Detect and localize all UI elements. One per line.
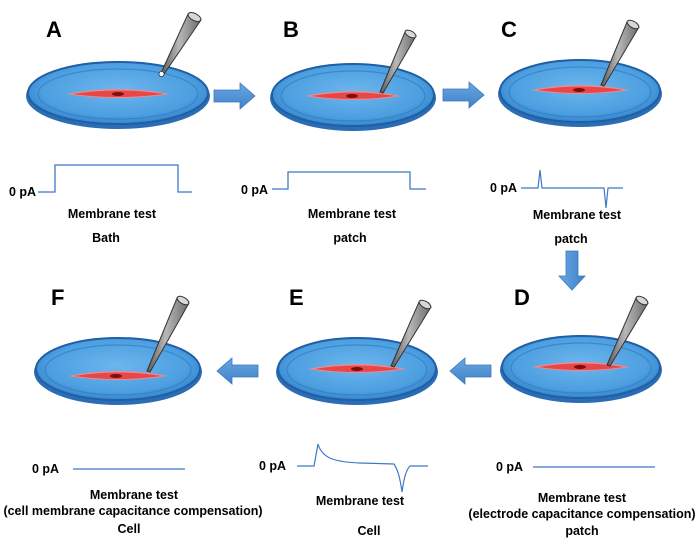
- current-trace-a: [38, 164, 192, 193]
- panel-e: E 0 pA Membrane test Cell: [259, 285, 438, 538]
- arrow-c-to-d: [558, 250, 586, 291]
- cell-e: [308, 364, 406, 373]
- cell-f: [68, 371, 168, 380]
- caption-c-line2: patch: [554, 232, 587, 246]
- arrow-b-to-c: [442, 81, 485, 109]
- caption-f-line2: (cell membrane capacitance compensation): [3, 504, 262, 518]
- cell-d: [532, 362, 630, 371]
- nucleus-f: [110, 374, 122, 378]
- nucleus-d: [574, 365, 586, 369]
- panel-f: F 0 pA Membrane test (cell membrane capa…: [3, 285, 262, 536]
- arrow-d-to-e: [449, 357, 492, 385]
- panel-b: B 0 pA Membrane test patch: [241, 17, 436, 245]
- zero-label-e: 0 pA: [259, 459, 286, 473]
- caption-e-line1: Membrane test: [316, 494, 405, 508]
- current-trace-b: [272, 171, 426, 190]
- pipette-f: [146, 295, 190, 373]
- current-trace-e: [297, 443, 428, 493]
- panel-letter-b: B: [283, 17, 299, 42]
- nucleus-b: [346, 94, 358, 98]
- zero-label-b: 0 pA: [241, 183, 268, 197]
- current-trace-c: [521, 169, 623, 209]
- caption-a-line2: Bath: [92, 231, 120, 245]
- arrow-e-to-f: [216, 357, 259, 385]
- caption-e-line2: Cell: [358, 524, 381, 538]
- panel-letter-e: E: [289, 285, 304, 310]
- cell-b: [305, 91, 401, 100]
- zero-label-f: 0 pA: [32, 462, 59, 476]
- cell-a: [66, 89, 170, 98]
- pipette-d: [606, 295, 649, 367]
- panel-letter-a: A: [46, 17, 62, 42]
- pipette-a: [158, 11, 202, 78]
- pipette-e: [390, 299, 432, 368]
- nucleus-a: [112, 92, 124, 96]
- panel-c: C 0 pA Membrane test patch: [490, 17, 662, 246]
- pipette-b: [379, 29, 417, 94]
- caption-d-line1: Membrane test: [538, 491, 627, 505]
- caption-d-line3: patch: [565, 524, 598, 538]
- nucleus-c: [573, 88, 585, 92]
- caption-b-line1: Membrane test: [308, 207, 397, 221]
- panel-letter-f: F: [51, 285, 64, 310]
- panel-letter-c: C: [501, 17, 517, 42]
- zero-label-c: 0 pA: [490, 181, 517, 195]
- panel-a: A 0 pA Membrane test Bath: [9, 11, 210, 245]
- arrow-a-to-b: [213, 82, 256, 110]
- panel-d: D 0 pA Membrane test (electrode capacita…: [468, 285, 695, 538]
- caption-c-line1: Membrane test: [533, 208, 622, 222]
- pipette-c: [600, 19, 640, 87]
- caption-f-line1: Membrane test: [90, 488, 179, 502]
- zero-label-d: 0 pA: [496, 460, 523, 474]
- caption-a-line1: Membrane test: [68, 207, 157, 221]
- nucleus-e: [351, 367, 363, 371]
- cell-c: [531, 85, 629, 94]
- caption-f-line3: Cell: [118, 522, 141, 536]
- caption-d-line2: (electrode capacitance compensation): [468, 507, 695, 521]
- zero-label-a: 0 pA: [9, 185, 36, 199]
- caption-b-line2: patch: [333, 231, 366, 245]
- panel-letter-d: D: [514, 285, 530, 310]
